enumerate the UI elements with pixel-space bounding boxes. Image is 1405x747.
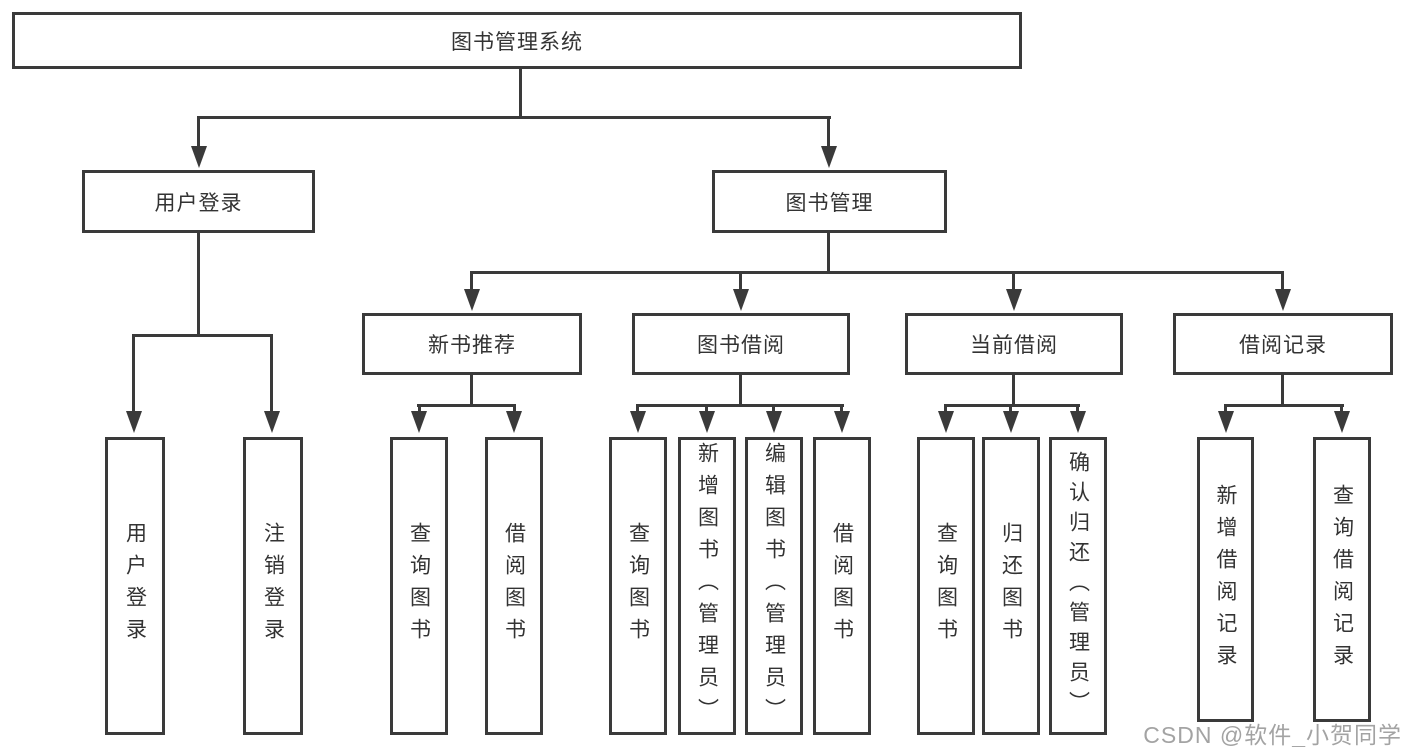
connector-arrow-stem — [1012, 271, 1015, 291]
connector-arrow-stem — [1076, 404, 1079, 413]
connector-arrow-stem — [1340, 404, 1343, 413]
arrow-down-icon — [1334, 411, 1350, 433]
connector-arrow-stem — [739, 271, 742, 291]
leaf-add-book-admin: 新增图书（管理员） — [678, 437, 736, 735]
leaf-label: 归还图书 — [999, 522, 1023, 650]
connector-arrow-stem — [944, 404, 947, 413]
leaf-query-borrow-record: 查询借阅记录 — [1313, 437, 1371, 722]
node-book-borrowing: 图书借阅 — [632, 313, 850, 375]
connector-arrow-stem — [705, 404, 708, 413]
arrow-down-icon — [699, 411, 715, 433]
connector-arrow-stem — [827, 116, 830, 147]
arrow-down-icon — [126, 411, 142, 433]
node-library-management-system: 图书管理系统 — [12, 12, 1022, 69]
node-book-management: 图书管理 — [712, 170, 947, 233]
leaf-label: 查询借阅记录 — [1330, 483, 1354, 676]
connector-arrow-stem — [772, 404, 775, 413]
connector-arrow-stem — [470, 271, 473, 291]
leaf-return-books: 归还图书 — [982, 437, 1040, 735]
leaf-query-books-recommend: 查询图书 — [390, 437, 448, 735]
arrow-down-icon — [1003, 411, 1019, 433]
connector-level2-rail — [197, 116, 831, 119]
connector-arrow-stem — [418, 404, 421, 413]
connector-root-stem — [519, 69, 522, 118]
connector-group-rail — [417, 404, 516, 407]
node-borrowing-records: 借阅记录 — [1173, 313, 1393, 375]
leaf-label: 注销登录 — [261, 522, 285, 650]
arrow-down-icon — [411, 411, 427, 433]
leaf-user-login: 用户登录 — [105, 437, 165, 735]
connector-arrow-stem — [1281, 271, 1284, 291]
leaf-borrow-books-borrowing: 借阅图书 — [813, 437, 871, 735]
leaf-label: 借阅图书 — [830, 522, 854, 650]
connector-arrow-stem — [132, 334, 135, 412]
arrow-down-icon — [630, 411, 646, 433]
arrow-down-icon — [464, 289, 480, 311]
leaf-query-books-current: 查询图书 — [917, 437, 975, 735]
connector-level3-rail — [470, 271, 1283, 274]
connector-arrow-stem — [1009, 404, 1012, 413]
connector-arrow-stem — [1224, 404, 1227, 413]
leaf-borrow-books-recommend: 借阅图书 — [485, 437, 543, 735]
arrow-down-icon — [191, 146, 207, 168]
connector-user-login-stem — [197, 232, 200, 336]
arrow-down-icon — [1070, 411, 1086, 433]
node-user-login: 用户登录 — [82, 170, 315, 233]
arrow-down-icon — [938, 411, 954, 433]
csdn-watermark: CSDN @软件_小贺同学 — [1143, 722, 1402, 747]
connector-group-stem — [1281, 375, 1284, 406]
arrow-down-icon — [766, 411, 782, 433]
connector-group-rail — [1224, 404, 1344, 407]
connector-group-stem — [470, 375, 473, 406]
leaf-label: 借阅图书 — [502, 522, 526, 650]
leaf-label: 确认归还（管理员） — [1066, 451, 1090, 721]
arrow-down-icon — [834, 411, 850, 433]
leaf-query-books-borrowing: 查询图书 — [609, 437, 667, 735]
connector-arrow-stem — [840, 404, 843, 413]
connector-arrow-stem — [270, 334, 273, 412]
leaf-label: 新增借阅记录 — [1214, 483, 1237, 676]
leaf-label: 用户登录 — [123, 522, 147, 650]
connector-group-rail — [636, 404, 844, 407]
arrow-down-icon — [1275, 289, 1291, 311]
leaf-add-borrow-record: 新增借阅记录 — [1197, 437, 1254, 722]
node-current-borrowing: 当前借阅 — [905, 313, 1123, 375]
connector-book-management-stem — [827, 232, 830, 273]
leaf-label: 查询图书 — [626, 522, 650, 650]
connector-arrow-stem — [636, 404, 639, 413]
leaf-logout: 注销登录 — [243, 437, 303, 735]
leaf-label: 新增图书（管理员） — [695, 442, 719, 730]
connector-arrow-stem — [513, 404, 516, 413]
leaf-label: 编辑图书（管理员） — [762, 442, 786, 730]
arrow-down-icon — [821, 146, 837, 168]
leaf-edit-book-admin: 编辑图书（管理员） — [745, 437, 803, 735]
leaf-label: 查询图书 — [407, 522, 431, 650]
connector-group-stem — [1012, 375, 1015, 406]
leaf-confirm-return-admin: 确认归还（管理员） — [1049, 437, 1107, 735]
arrow-down-icon — [506, 411, 522, 433]
leaf-label: 查询图书 — [934, 522, 958, 650]
node-new-book-recommend: 新书推荐 — [362, 313, 582, 375]
connector-user-login-rail — [132, 334, 273, 337]
arrow-down-icon — [1218, 411, 1234, 433]
arrow-down-icon — [1006, 289, 1022, 311]
connector-group-rail — [944, 404, 1080, 407]
connector-group-stem — [739, 375, 742, 406]
arrow-down-icon — [733, 289, 749, 311]
connector-arrow-stem — [197, 116, 200, 147]
arrow-down-icon — [264, 411, 280, 433]
